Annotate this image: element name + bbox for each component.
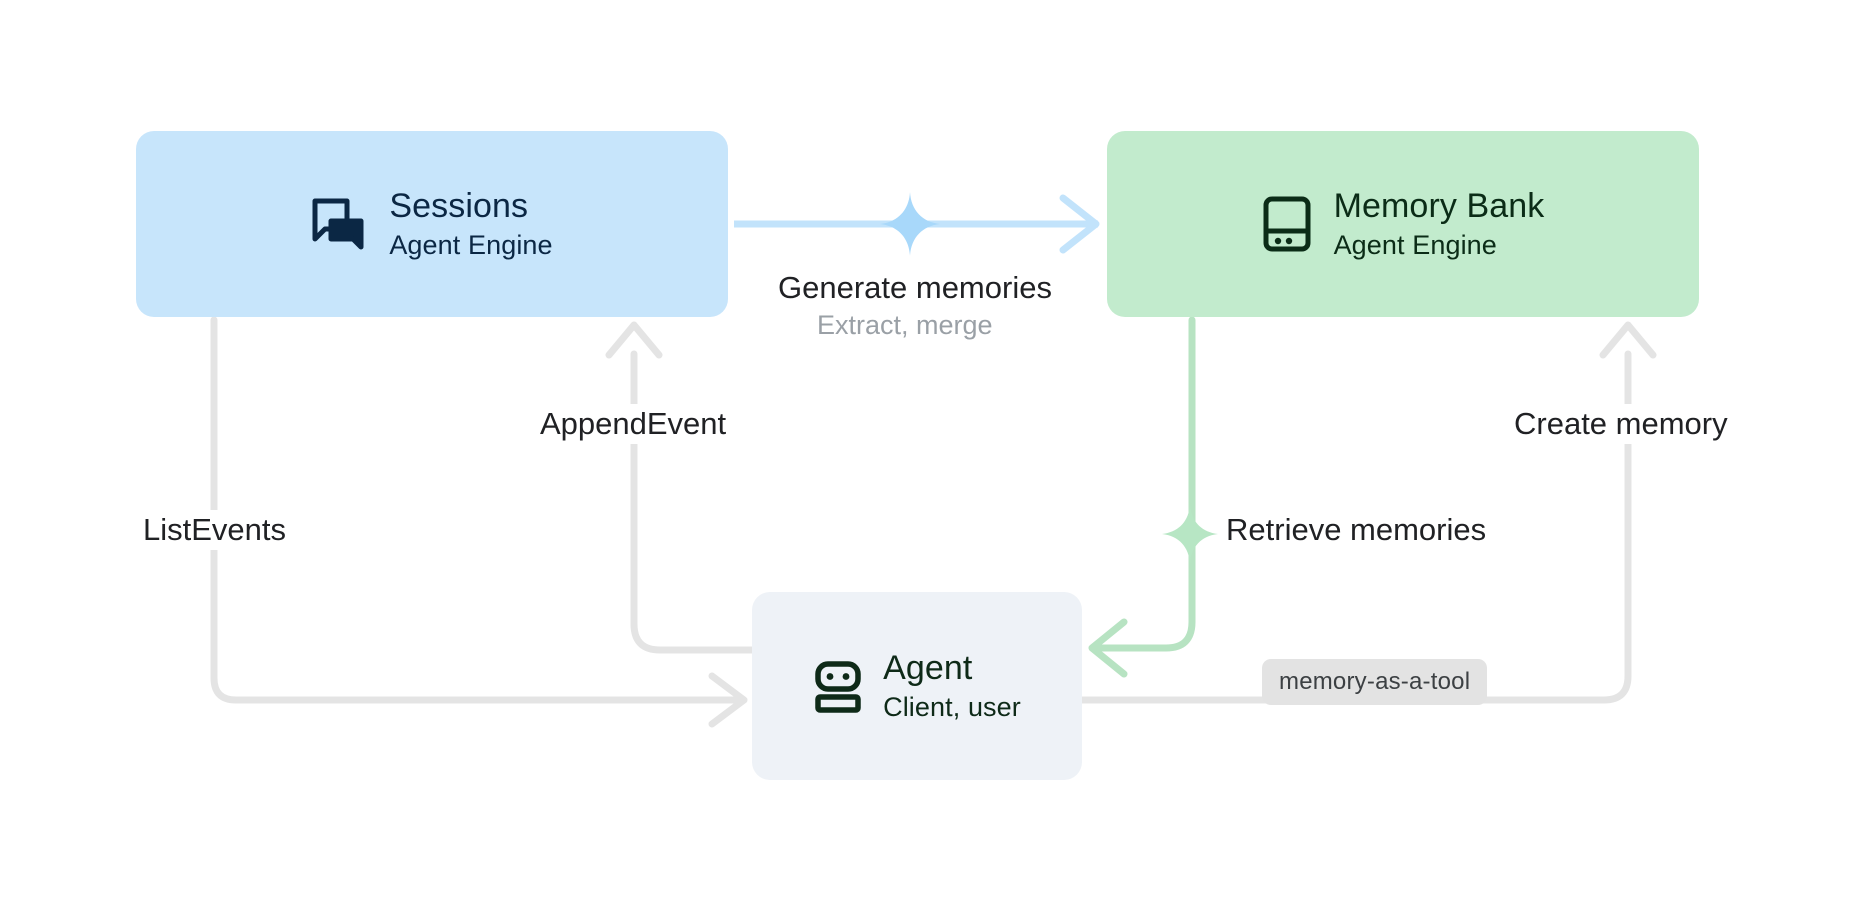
edge-retrieve-memories bbox=[1088, 316, 1196, 678]
edge-list-events bbox=[210, 316, 748, 728]
chat-bubbles-icon bbox=[312, 198, 364, 250]
node-memory-bank-title: Memory Bank bbox=[1333, 187, 1545, 225]
edge-label-create-memory: Create memory bbox=[1505, 404, 1737, 444]
edge-create-memory bbox=[1078, 321, 1657, 704]
edge-label-generate-memories: Generate memories bbox=[769, 268, 1061, 308]
node-sessions-subtitle: Agent Engine bbox=[389, 230, 553, 260]
database-storage-icon bbox=[1263, 196, 1311, 252]
edge-label-retrieve-memories: Retrieve memories bbox=[1222, 510, 1496, 550]
node-agent[interactable]: Agent Client, user bbox=[752, 592, 1082, 780]
sparkle-blue-icon bbox=[880, 192, 940, 256]
node-agent-subtitle: Client, user bbox=[883, 692, 1021, 722]
sparkle-green-icon bbox=[1162, 504, 1218, 564]
edge-sublabel-extract-merge: Extract, merge bbox=[808, 308, 1002, 343]
node-memory-bank-subtitle: Agent Engine bbox=[1333, 230, 1497, 260]
robot-icon bbox=[815, 661, 861, 713]
node-agent-title: Agent bbox=[883, 649, 973, 687]
edge-label-append-event: AppendEvent bbox=[531, 404, 736, 444]
edge-label-list-events: ListEvents bbox=[134, 510, 296, 550]
edge-append-event bbox=[605, 321, 756, 654]
node-sessions[interactable]: Sessions Agent Engine bbox=[136, 131, 728, 317]
badge-memory-as-a-tool: memory-as-a-tool bbox=[1262, 659, 1488, 705]
node-memory-bank[interactable]: Memory Bank Agent Engine bbox=[1107, 131, 1699, 317]
node-sessions-title: Sessions bbox=[389, 187, 529, 225]
